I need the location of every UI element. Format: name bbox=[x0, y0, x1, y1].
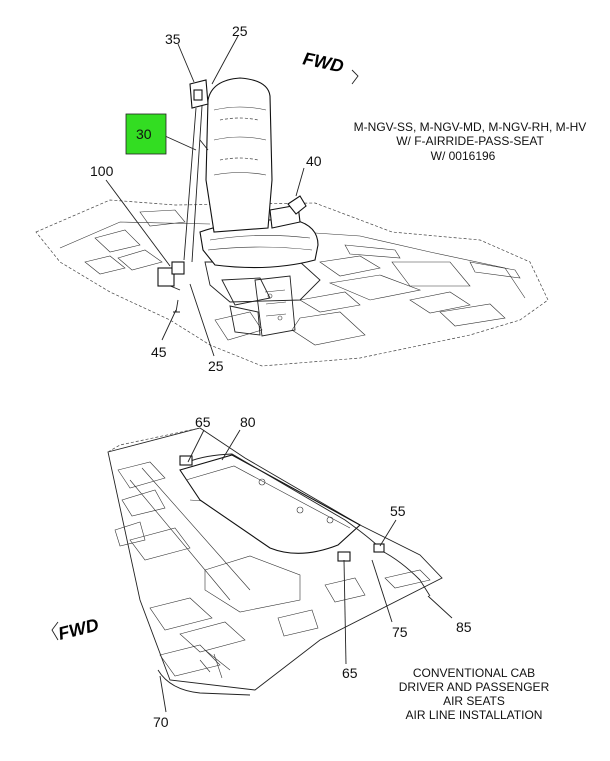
callout-40: 40 bbox=[306, 153, 322, 169]
fitting-65-top bbox=[179, 455, 193, 466]
callout-35: 35 bbox=[165, 31, 181, 47]
title-line-1: CONVENTIONAL CAB bbox=[413, 666, 535, 680]
floor-tunnel bbox=[179, 454, 361, 554]
seat-belt-webbing bbox=[183, 105, 209, 263]
fwd-label-top: FWD bbox=[301, 48, 345, 76]
note-line-3: W/ 0016196 bbox=[431, 149, 496, 163]
callout-25-top: 25 bbox=[232, 23, 248, 39]
fwd-indicator-bottom: FWD bbox=[51, 615, 101, 644]
bottom-view: 65 80 55 75 85 65 70 FWD CONVENTIONAL CA… bbox=[51, 414, 550, 730]
callout-100: 100 bbox=[90, 163, 114, 179]
callout-30: 30 bbox=[136, 126, 152, 142]
bottom-leader-lines bbox=[159, 429, 453, 713]
fwd-indicator-top: FWD bbox=[301, 48, 359, 85]
callout-45: 45 bbox=[151, 344, 167, 360]
callout-70: 70 bbox=[153, 714, 169, 730]
callout-85: 85 bbox=[456, 619, 472, 635]
seat-armrest bbox=[269, 204, 301, 229]
callout-80: 80 bbox=[240, 414, 256, 430]
fwd-label-bottom: FWD bbox=[56, 615, 101, 644]
cab-floor-panel-bottom bbox=[107, 427, 443, 691]
air-line-70 bbox=[157, 669, 251, 696]
seat-cushion bbox=[199, 219, 319, 269]
top-view: 35 25 30 40 100 45 25 FWD M-NGV-SS, M-NG… bbox=[35, 23, 587, 374]
top-leader-lines bbox=[105, 35, 305, 357]
seat-base bbox=[204, 261, 321, 337]
air-line-85 bbox=[379, 549, 431, 597]
callout-25-bottom: 25 bbox=[208, 358, 224, 374]
anchor-bolt bbox=[173, 299, 180, 313]
installation-title: CONVENTIONAL CAB DRIVER AND PASSENGER AI… bbox=[399, 666, 550, 722]
callout-65-top: 65 bbox=[195, 414, 211, 430]
title-line-3: AIR SEATS bbox=[443, 694, 505, 708]
callout-75: 75 bbox=[392, 624, 408, 640]
seat-back bbox=[205, 77, 273, 233]
callout-30-highlight bbox=[125, 113, 167, 155]
fitting-55 bbox=[373, 543, 385, 553]
seat-belt-upper-anchor bbox=[189, 79, 209, 109]
seat-belt-buckle bbox=[287, 195, 307, 215]
title-line-4: AIR LINE INSTALLATION bbox=[406, 708, 543, 722]
fitting-65-bottom bbox=[337, 551, 351, 562]
callout-65-bottom: 65 bbox=[342, 665, 358, 681]
note-line-2: W/ F-AIRRIDE-PASS-SEAT bbox=[396, 134, 544, 148]
seat-belt-retractor bbox=[157, 261, 185, 287]
note-line-1: M-NGV-SS, M-NGV-MD, M-NGV-RH, M-HV bbox=[354, 120, 587, 134]
title-line-2: DRIVER AND PASSENGER bbox=[399, 680, 550, 694]
applicability-note: M-NGV-SS, M-NGV-MD, M-NGV-RH, M-HV W/ F-… bbox=[354, 120, 587, 163]
callout-55: 55 bbox=[390, 503, 406, 519]
